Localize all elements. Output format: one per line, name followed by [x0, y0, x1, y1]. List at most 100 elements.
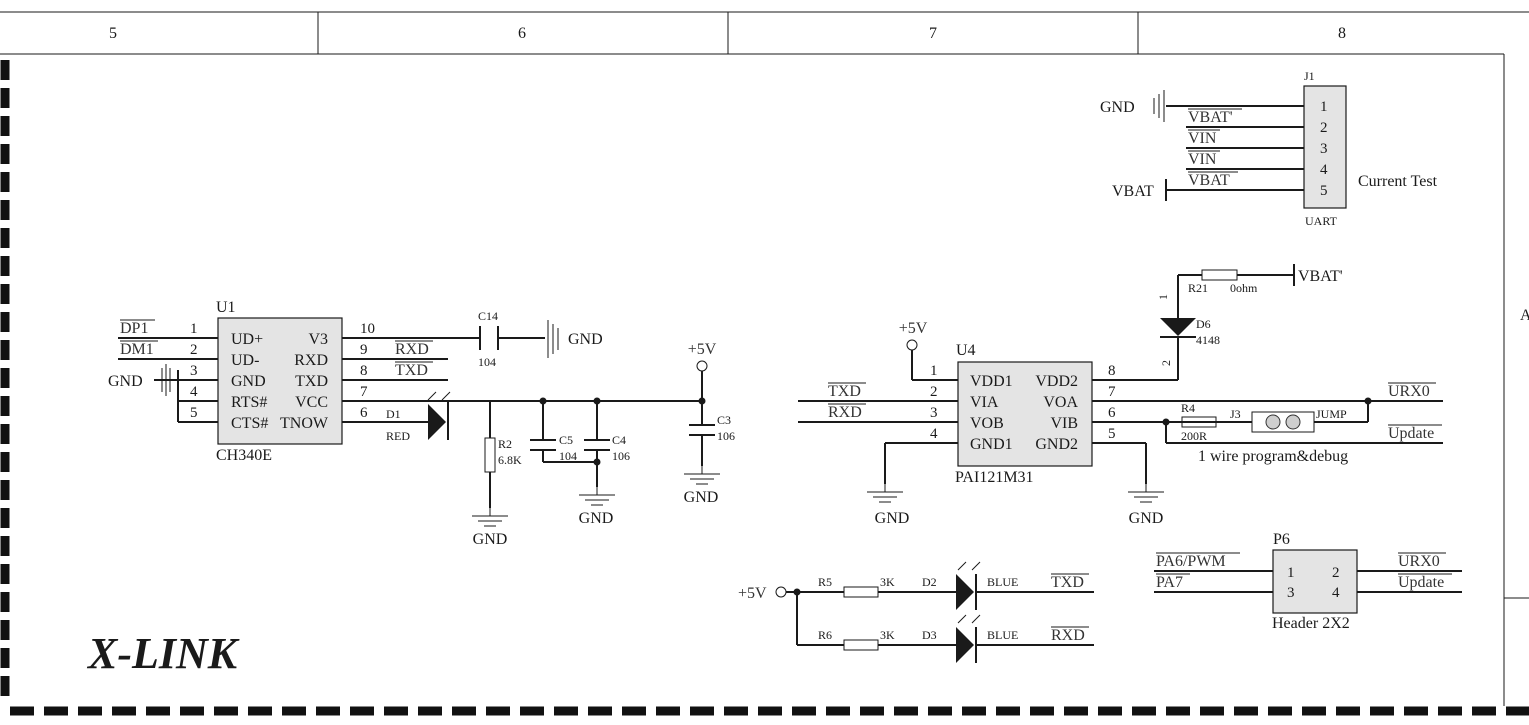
j3-value: JUMP	[1316, 407, 1347, 421]
j1-pin-3-num: 3	[1320, 141, 1328, 157]
u1-pin-1-name: UD+	[231, 331, 263, 348]
u1-pin-10-num: 10	[360, 321, 375, 337]
r5-value: 3K	[880, 575, 895, 589]
p6-pin-3: 3	[1287, 585, 1295, 601]
r4-ref: R4	[1181, 401, 1195, 415]
frame-col-6: 6	[518, 25, 526, 42]
j1-ref: J1	[1304, 69, 1315, 83]
r21-vbatp-label: VBAT'	[1298, 268, 1343, 285]
u4-pin-2-num: 2	[930, 384, 938, 400]
d2-ref: D2	[922, 575, 937, 589]
frame-col-8: 8	[1338, 25, 1346, 42]
frame-col-7: 7	[929, 25, 937, 42]
u4-pin-6-num: 6	[1108, 405, 1116, 421]
r6-value: 3K	[880, 628, 895, 642]
resistor-r2: R2 6.8K GND	[471, 401, 522, 548]
u4-pin-5-name: GND2	[1035, 436, 1078, 453]
u4-pin-2-name: VIA	[970, 394, 999, 411]
j1-note: Current Test	[1358, 173, 1438, 190]
u1-pin-4-num: 4	[190, 384, 198, 400]
u1-pin-4-name: RTS#	[231, 394, 267, 411]
net-overbars	[120, 108, 1452, 628]
u4-pai121m31: U4 PAI121M31 +5V GND TXD RXD 1 2 3 4 VDD…	[798, 320, 1443, 527]
r5-ref: R5	[818, 575, 832, 589]
j1-gnd-label: GND	[1100, 99, 1135, 116]
u4-pin-4-num: 4	[930, 426, 938, 442]
u4-pin-5-num: 5	[1108, 426, 1116, 442]
u1-part: CH340E	[216, 447, 272, 464]
r2-ref: R2	[498, 437, 512, 451]
net-u1-txd: TXD	[395, 362, 428, 379]
j1-label: UART	[1305, 214, 1338, 228]
net-pa7: PA7	[1156, 574, 1183, 591]
debug-note: 1 wire program&debug	[1198, 448, 1348, 465]
net-dm1: DM1	[120, 341, 154, 358]
c3-ref: C3	[717, 413, 731, 427]
net-update: Update	[1388, 425, 1434, 442]
c5-ref: C5	[559, 433, 573, 447]
header-p6: P6 Header 2X2 1 2 3 4 PA6/PWM PA7 URX0 U…	[1154, 531, 1462, 632]
u1-ch340e: U1 CH340E GND DP1 DM1 1 2 3 4 5 UD+ UD- …	[108, 299, 700, 464]
p6-pin-2: 2	[1332, 565, 1340, 581]
d1-ref: D1	[386, 407, 401, 421]
net-j1-vbat: VBAT	[1188, 172, 1230, 189]
u4-pin-8-name: VDD2	[1035, 373, 1078, 390]
j1-pin-4-num: 4	[1320, 162, 1328, 178]
u1-pin-1-num: 1	[190, 321, 198, 337]
u1-pin-3-name: GND	[231, 373, 266, 390]
u4-pin-7-num: 7	[1108, 384, 1116, 400]
sheet-title: X-LINK	[86, 629, 240, 678]
c4-gnd-label: GND	[579, 510, 614, 527]
net-led-rxd: RXD	[1051, 627, 1085, 644]
u1-pin-7-name: VCC	[295, 394, 328, 411]
net-urx0: URX0	[1388, 383, 1430, 400]
u4-gnd2-label: GND	[1129, 510, 1164, 527]
capacitor-c14: C14 104 GND	[478, 309, 603, 369]
led-d1: D1 RED	[386, 391, 451, 443]
u1-pin-3-num: 3	[190, 363, 198, 379]
u1-pin-5-name: CTS#	[231, 415, 268, 432]
u4-pin-3-name: VOB	[970, 415, 1004, 432]
d1-value: RED	[386, 429, 410, 443]
c4-ref: C4	[612, 433, 626, 447]
net-p6-update: Update	[1398, 574, 1444, 591]
u1-pin-10-name: V3	[308, 331, 328, 348]
u1-pin-9-name: RXD	[294, 352, 328, 369]
r21-value: 0ohm	[1230, 281, 1258, 295]
u4-5v-label: +5V	[899, 320, 928, 337]
j1-pin-2-num: 2	[1320, 120, 1328, 136]
p6-label: Header 2X2	[1272, 615, 1350, 632]
j1-vbat-label: VBAT	[1112, 183, 1154, 200]
u4-pin-8-num: 8	[1108, 363, 1116, 379]
r21-ref: R21	[1188, 281, 1208, 295]
diode-d6-r21: VBAT' R21 0ohm D6 4148 1 2	[1156, 264, 1343, 380]
net-u4-txd: TXD	[828, 383, 861, 400]
d6-ref: D6	[1196, 317, 1211, 331]
u1-pin-8-name: TXD	[295, 373, 328, 390]
d3-ref: D3	[922, 628, 937, 642]
net-j1-vin-b: VIN	[1188, 151, 1217, 168]
d6-value: 4148	[1196, 333, 1220, 347]
u4-pin-3-num: 3	[930, 405, 938, 421]
d2-value: BLUE	[987, 575, 1018, 589]
c4-value: 106	[612, 449, 630, 463]
capacitor-c3: +5V C3 106 GND	[683, 341, 735, 506]
u1-pin-9-num: 9	[360, 342, 368, 358]
r4-value: 200R	[1181, 429, 1207, 443]
u1-pin-7-num: 7	[360, 384, 368, 400]
u4-pin-7-name: VOA	[1043, 394, 1078, 411]
c3-5v-label: +5V	[688, 341, 717, 358]
frame-row-a: A	[1520, 307, 1529, 324]
r2-gnd-label: GND	[473, 531, 508, 548]
u1-ref: U1	[216, 299, 236, 316]
net-j1-vbatp: VBAT'	[1188, 109, 1233, 126]
c14-value: 104	[478, 355, 496, 369]
u4-pin-1-name: VDD1	[970, 373, 1013, 390]
u1-pin-2-num: 2	[190, 342, 198, 358]
r2-value: 6.8K	[498, 453, 522, 467]
u1-pin-5-num: 5	[190, 405, 198, 421]
c14-ref: C14	[478, 309, 498, 323]
p6-ref: P6	[1273, 531, 1290, 548]
u1-pin-2-name: UD-	[231, 352, 259, 369]
p6-pin-4: 4	[1332, 585, 1340, 601]
